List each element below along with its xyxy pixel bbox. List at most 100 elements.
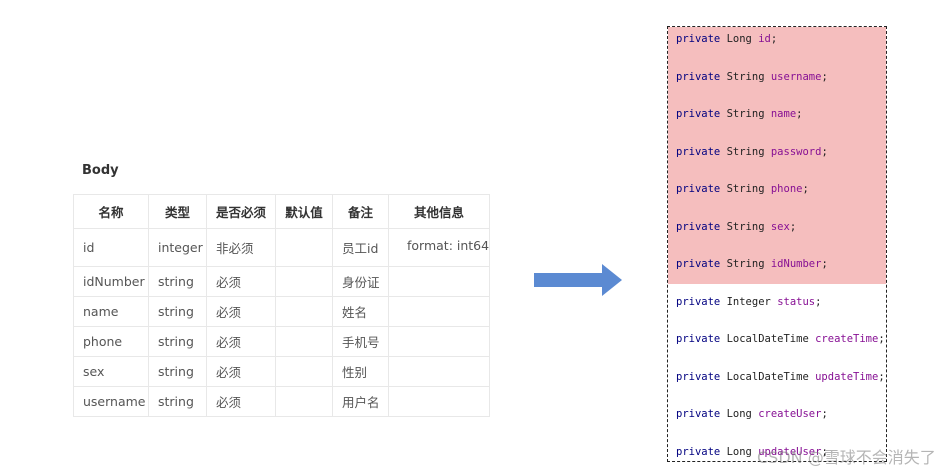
code-line: private String idNumber;	[676, 258, 828, 270]
cell-remark: 手机号	[332, 326, 389, 357]
code-modifier: private	[676, 258, 721, 270]
code-line: private String name;	[676, 108, 803, 120]
cell-required: 必须	[206, 326, 276, 357]
code-field: status	[777, 295, 816, 308]
cell-remark: 姓名	[332, 296, 389, 327]
code-modifier: private	[676, 333, 721, 345]
code-modifier: private	[676, 295, 721, 308]
code-line: private Integer status;	[676, 295, 822, 308]
cell-type: string	[148, 326, 207, 357]
cell-other-info	[387, 266, 491, 297]
cell-default	[275, 356, 333, 387]
code-field: createUser	[758, 408, 822, 420]
cell-remark: 身份证	[332, 266, 389, 297]
arrow-right-icon	[534, 264, 622, 296]
code-type: String	[726, 258, 765, 270]
code-field: password	[770, 145, 822, 158]
cell-type: string	[148, 296, 207, 327]
code-field: idNumber	[770, 258, 822, 270]
cell-default	[275, 266, 333, 297]
code-modifier: private	[676, 183, 721, 195]
cell-remark: 员工id	[332, 228, 389, 267]
code-field: name	[770, 108, 797, 120]
code-modifier: private	[676, 145, 721, 158]
cell-type: string	[148, 386, 207, 417]
code-line: private Long createUser;	[676, 408, 828, 420]
code-modifier: private	[676, 33, 721, 45]
code-line: private String password;	[676, 145, 828, 158]
cell-required: 必须	[206, 266, 276, 297]
cell-other-info	[387, 356, 491, 387]
header-default: 默认值	[275, 194, 333, 229]
cell-type: integer	[148, 228, 207, 267]
code-modifier: private	[676, 445, 721, 458]
code-type: LocalDateTime	[726, 333, 809, 345]
code-line: private String phone;	[676, 183, 809, 195]
cell-type: string	[148, 356, 207, 387]
cell-required: 必须	[206, 386, 276, 417]
header-type: 类型	[148, 194, 207, 229]
code-panel: private Long id; private String username;…	[667, 26, 887, 462]
header-remark: 备注	[332, 194, 389, 229]
code-line: private LocalDateTime updateTime;	[676, 370, 885, 383]
table-header-row: 名称 类型 是否必须 默认值 备注 其他信息	[73, 194, 491, 229]
code-type: LocalDateTime	[726, 370, 809, 383]
code-field: phone	[770, 183, 803, 195]
code-highlight-region	[668, 27, 886, 284]
code-modifier: private	[676, 70, 721, 83]
code-type: String	[726, 145, 765, 158]
code-modifier: private	[676, 370, 721, 383]
cell-default	[275, 326, 333, 357]
code-line: private Long id;	[676, 33, 778, 45]
body-title: Body	[82, 163, 119, 178]
code-modifier: private	[676, 408, 721, 420]
code-type: Long	[726, 33, 752, 45]
code-type: Integer	[726, 295, 771, 308]
code-line: private String sex;	[676, 220, 797, 233]
cell-other-info: format: int64	[387, 228, 491, 267]
cell-required: 必须	[206, 296, 276, 327]
cell-name: username	[73, 386, 149, 417]
header-required: 是否必须	[206, 194, 276, 229]
cell-type: string	[148, 266, 207, 297]
cell-other-info	[387, 326, 491, 357]
cell-other-info	[387, 386, 491, 417]
code-field: sex	[770, 220, 790, 233]
cell-default	[275, 296, 333, 327]
cell-default	[275, 386, 333, 417]
code-type: String	[726, 108, 765, 120]
cell-name: id	[73, 228, 149, 267]
code-line: private LocalDateTime createTime;	[676, 333, 885, 345]
code-modifier: private	[676, 108, 721, 120]
cell-remark: 用户名	[332, 386, 389, 417]
cell-remark: 性别	[332, 356, 389, 387]
code-type: Long	[726, 445, 752, 458]
code-line: private String username;	[676, 70, 828, 83]
cell-name: phone	[73, 326, 149, 357]
code-line: private Long updateUser;	[676, 445, 828, 458]
code-modifier: private	[676, 220, 721, 233]
code-field: updateTime	[815, 370, 879, 383]
watermark: CSDN @雪球不会消失了	[757, 448, 936, 467]
code-field: id	[758, 33, 771, 45]
code-field: updateUser	[758, 445, 822, 458]
header-name: 名称	[73, 194, 149, 229]
cell-name: idNumber	[73, 266, 149, 297]
cell-name: name	[73, 296, 149, 327]
code-field: createTime	[815, 333, 879, 345]
cell-required: 非必须	[206, 228, 276, 267]
code-type: String	[726, 183, 765, 195]
cell-default	[275, 228, 333, 267]
header-other-info: 其他信息	[387, 194, 491, 229]
cell-name: sex	[73, 356, 149, 387]
cell-other-info	[387, 296, 491, 327]
code-type: String	[726, 70, 765, 83]
code-type: String	[726, 220, 765, 233]
